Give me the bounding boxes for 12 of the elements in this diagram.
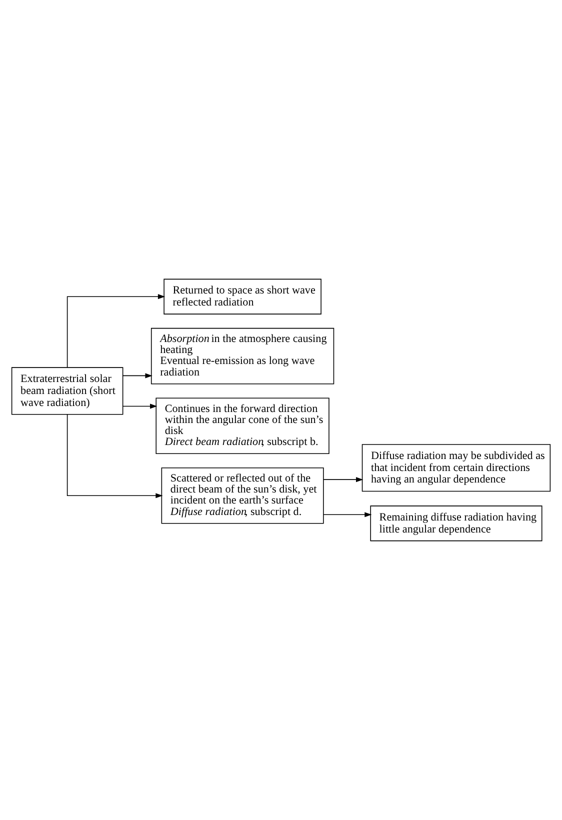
node-box: Scattered or reflected out of the direct beam of the sun’s disk, yet incident on the earth’s surface Diffuse radiation, subscript d. [161,467,324,524]
node-box: Returned to space as short wave reflected radiation [164,278,322,314]
arrow [122,404,158,409]
node-box: Absorption in the atmosphere causing heating Eventual re-emission as long wave radiation [150,328,334,384]
node-box: Remaining diffuse radiation having little angular dependence [370,506,542,542]
node-box: Extraterrestrial solar beam radiation (short wave radiation) [11,367,124,415]
arrow [66,294,166,368]
arrow [323,477,364,482]
arrow [323,512,372,518]
node-box: Diffuse radiation may be subdivided as that incident from certain directions having an angular dependence [362,444,551,492]
arrow [66,414,163,498]
arrow [122,373,152,378]
